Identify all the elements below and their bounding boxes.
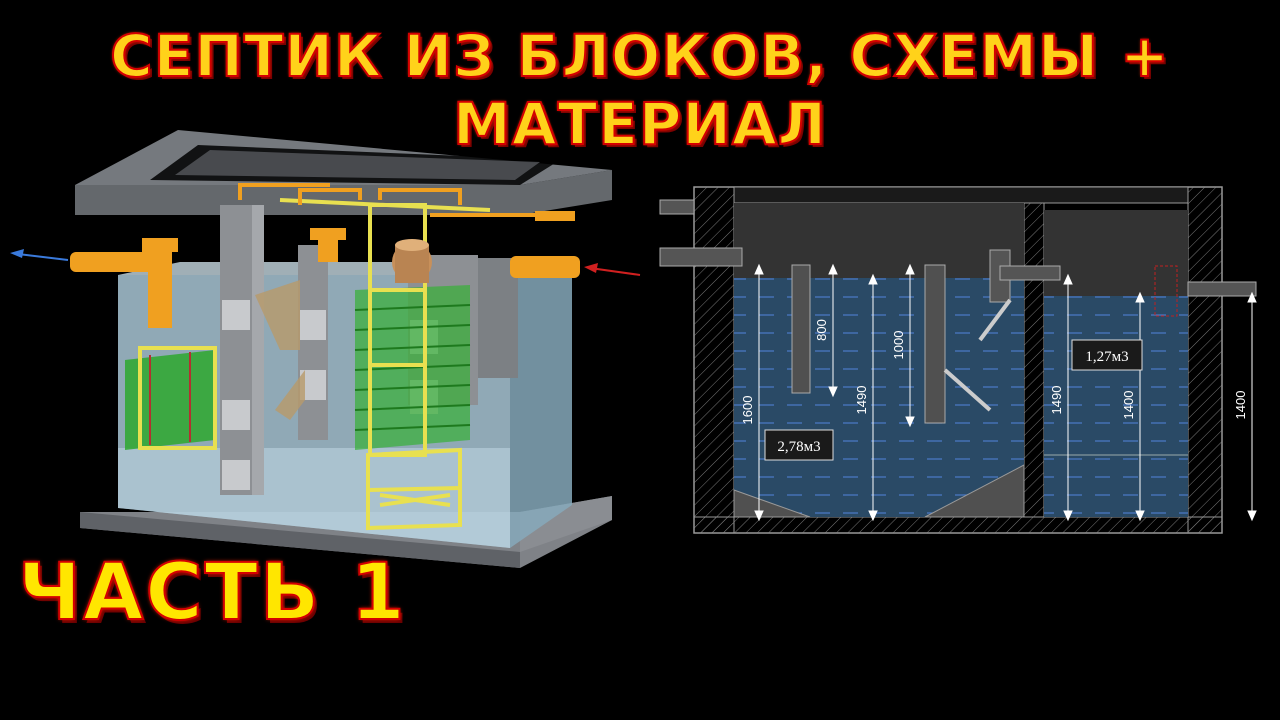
dimension-800: 800 xyxy=(814,319,829,341)
outflow-arrow xyxy=(10,249,69,261)
chamber-2-volume: 1,27м3 xyxy=(1085,349,1128,365)
inflow-arrow xyxy=(584,263,641,276)
page-title: СЕПТИК ИЗ БЛОКОВ, СХЕМЫ + МАТЕРИАЛ xyxy=(109,21,1170,159)
inlet-outlet-pipes xyxy=(70,228,580,328)
dimension-1000: 1000 xyxy=(891,331,906,360)
part-number-label: ЧАСТЬ 1 xyxy=(17,547,407,639)
baffle-2 xyxy=(924,264,946,424)
dimension-1400-inner: 1400 xyxy=(1121,391,1136,420)
left-wall xyxy=(693,186,735,534)
yellow-frame xyxy=(138,198,491,531)
lid-slab xyxy=(75,170,612,215)
dimension-1490-left: 1490 xyxy=(854,386,869,415)
baffle-1 xyxy=(791,264,811,394)
rebar-mesh-left xyxy=(125,350,215,450)
right-wall xyxy=(1187,186,1223,534)
chamber-1-volume: 2,78м3 xyxy=(777,439,820,455)
tank-side-wall xyxy=(510,262,572,548)
bottom-slab xyxy=(693,516,1223,534)
dimension-1490-right: 1490 xyxy=(1049,386,1064,415)
dimension-1400-outer: 1400 xyxy=(1233,391,1248,420)
dimension-1600: 1600 xyxy=(740,396,755,425)
middle-wall xyxy=(1023,186,1045,518)
